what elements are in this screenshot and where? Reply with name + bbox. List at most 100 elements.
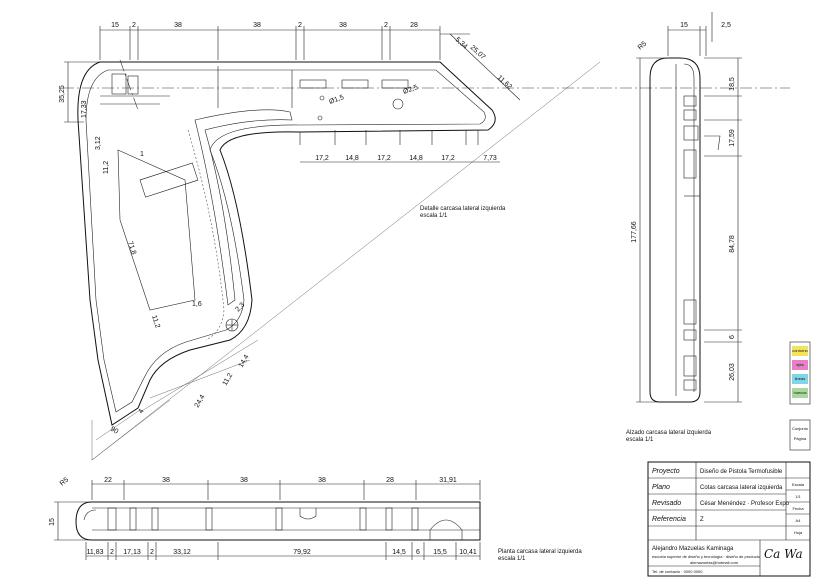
dim-label: 5,34 (454, 36, 469, 50)
dim-label: 17,59 (729, 129, 736, 147)
detail-view: 15 2 38 38 2 38 2 28 35,25 5,34 25,07 11… (59, 22, 790, 461)
dim-label: 15 (680, 22, 688, 29)
detail-view-scale: escala 1/1 (420, 213, 448, 219)
dim-label: R5 (637, 40, 648, 51)
dim-label: 2 (298, 22, 302, 29)
dim-label: 2 (384, 22, 388, 29)
hole-large (392, 98, 404, 110)
dim-label: 38 (174, 22, 182, 29)
inner-curved-strip (194, 109, 293, 306)
slot-3 (381, 79, 409, 89)
dim-label: 17,33 (81, 100, 88, 118)
dim-label: 38 (162, 477, 170, 484)
tb-side-cell: 1/1 (795, 494, 801, 499)
tb-value-revisado: César Menéndez · Profesor Expo (700, 501, 790, 507)
dim-label: 14,4 (238, 354, 251, 369)
dim-label: 79,92 (293, 549, 311, 556)
plan-ribs (107, 507, 419, 531)
dim-label: 3,12 (95, 136, 102, 150)
dim-label: 2,3 (234, 302, 246, 314)
casing-outline (77, 61, 496, 426)
legend-label: ejes (796, 362, 803, 367)
layer-legend: contorno ejes lineas huecos Conjunto Pág… (789, 341, 811, 451)
legend-swatch-lineas (792, 374, 808, 384)
legend-swatch-huecos (792, 388, 808, 398)
tb-value-referencia: Z (700, 517, 704, 523)
dim-label: 11,83 (87, 549, 104, 556)
dim-label: 2 (110, 549, 114, 556)
dim-label: 6 (416, 549, 420, 556)
legend-swatch-contorno (792, 346, 808, 356)
casing-inner-outline (85, 69, 486, 413)
dim-label: 14,5 (392, 549, 406, 556)
tb-signature: Ca Wa (764, 547, 803, 561)
tb-side-cell: Escala (792, 482, 805, 487)
legend-label: huecos (794, 390, 807, 395)
tb-value-plano: Cotas carcasa lateral izquierda (700, 485, 783, 491)
dim-label: 1,6 (192, 301, 202, 308)
dim-label: 24,4 (194, 394, 207, 409)
dim-label: 2 (132, 22, 136, 29)
dim-label: 15,5 (433, 549, 447, 556)
legend-swatch-ejes (792, 360, 808, 370)
dim-label: 14,8 (409, 155, 423, 162)
dim-label: 17,2 (377, 155, 391, 162)
side-outline (649, 57, 701, 403)
tb-footer: Tel. de contacto · 0000 0000 (652, 569, 703, 574)
dim-label: 90 (109, 426, 119, 436)
dim-label: 26,03 (729, 363, 736, 381)
dim-label: 2,5 (721, 22, 731, 29)
tb-label-proyecto: Proyecto (652, 468, 680, 475)
tb-label-referencia: Referencia (652, 516, 686, 523)
dim-label: 15 (49, 518, 56, 526)
tb-author: Alejandro Mazuelas Kaminaga (652, 546, 734, 552)
title-block: Proyecto Diseño de Pistola Termofusible … (647, 461, 811, 577)
dim-label: 11,2 (150, 314, 161, 329)
legend-label: contorno (792, 348, 808, 353)
dim-label: 10,41 (459, 549, 477, 556)
plan-view-caption: Planta carcasa lateral izquierda (498, 549, 582, 555)
dim-label: 22 (104, 477, 112, 484)
tb-email: alemazuelas@hotmail.com (690, 560, 739, 565)
dim-label: 35,25 (59, 85, 66, 103)
side-view-scale: escala 1/1 (626, 437, 654, 443)
tb-side-cell: A4 (796, 518, 802, 523)
legend-box-label: Conjunto (792, 426, 809, 431)
dim-label: 177,66 (631, 221, 638, 243)
dim-label: 18,5 (729, 77, 736, 91)
dim-label: 17,2 (441, 155, 455, 162)
side-view-caption: Alzado carcasa lateral izquierda (626, 430, 712, 436)
dim-label: 11,2 (103, 161, 110, 174)
dim-label: Ø1,5 (328, 94, 345, 106)
dim-label: 1 (140, 151, 144, 158)
dim-label: 11,62 (496, 74, 513, 91)
dim-label: 71,8 (126, 240, 137, 255)
dim-label: 31,91 (439, 477, 457, 484)
dim-label: Ø2,5 (402, 84, 419, 96)
dim-label: 17,2 (315, 155, 329, 162)
plan-view-scale: escala 1/1 (498, 556, 526, 562)
dim-label: 11,2 (222, 372, 235, 387)
dim-label: 2 (150, 549, 154, 556)
side-ribs (683, 95, 700, 391)
dim-label: 25,07 (469, 44, 487, 61)
tb-author-sub: escuela superior de diseño y tecnología … (652, 554, 761, 559)
slot-1 (299, 79, 327, 89)
legend-label: lineas (795, 376, 805, 381)
plan-outline (75, 501, 481, 541)
tb-label-plano: Plano (652, 484, 670, 491)
tb-label-revisado: Revisado (652, 500, 681, 507)
dim-label: 38 (339, 22, 347, 29)
dim-label: 28 (386, 477, 394, 484)
slot-2 (341, 79, 369, 89)
dim-label: 15 (111, 22, 119, 29)
dim-label: 38 (318, 477, 326, 484)
dim-label: 28 (410, 22, 418, 29)
tb-value-proyecto: Diseño de Pistola Termofusible (700, 469, 783, 475)
dim-label: 14,8 (345, 155, 359, 162)
detail-view-caption: Detalle carcasa lateral izquierda (420, 206, 506, 212)
tb-side-cell: Fecha (792, 506, 804, 511)
hole-small (319, 95, 325, 101)
side-elevation-view: 15 2,5 R5 177,66 18,5 17,59 84,78 6 26,0… (626, 12, 742, 443)
